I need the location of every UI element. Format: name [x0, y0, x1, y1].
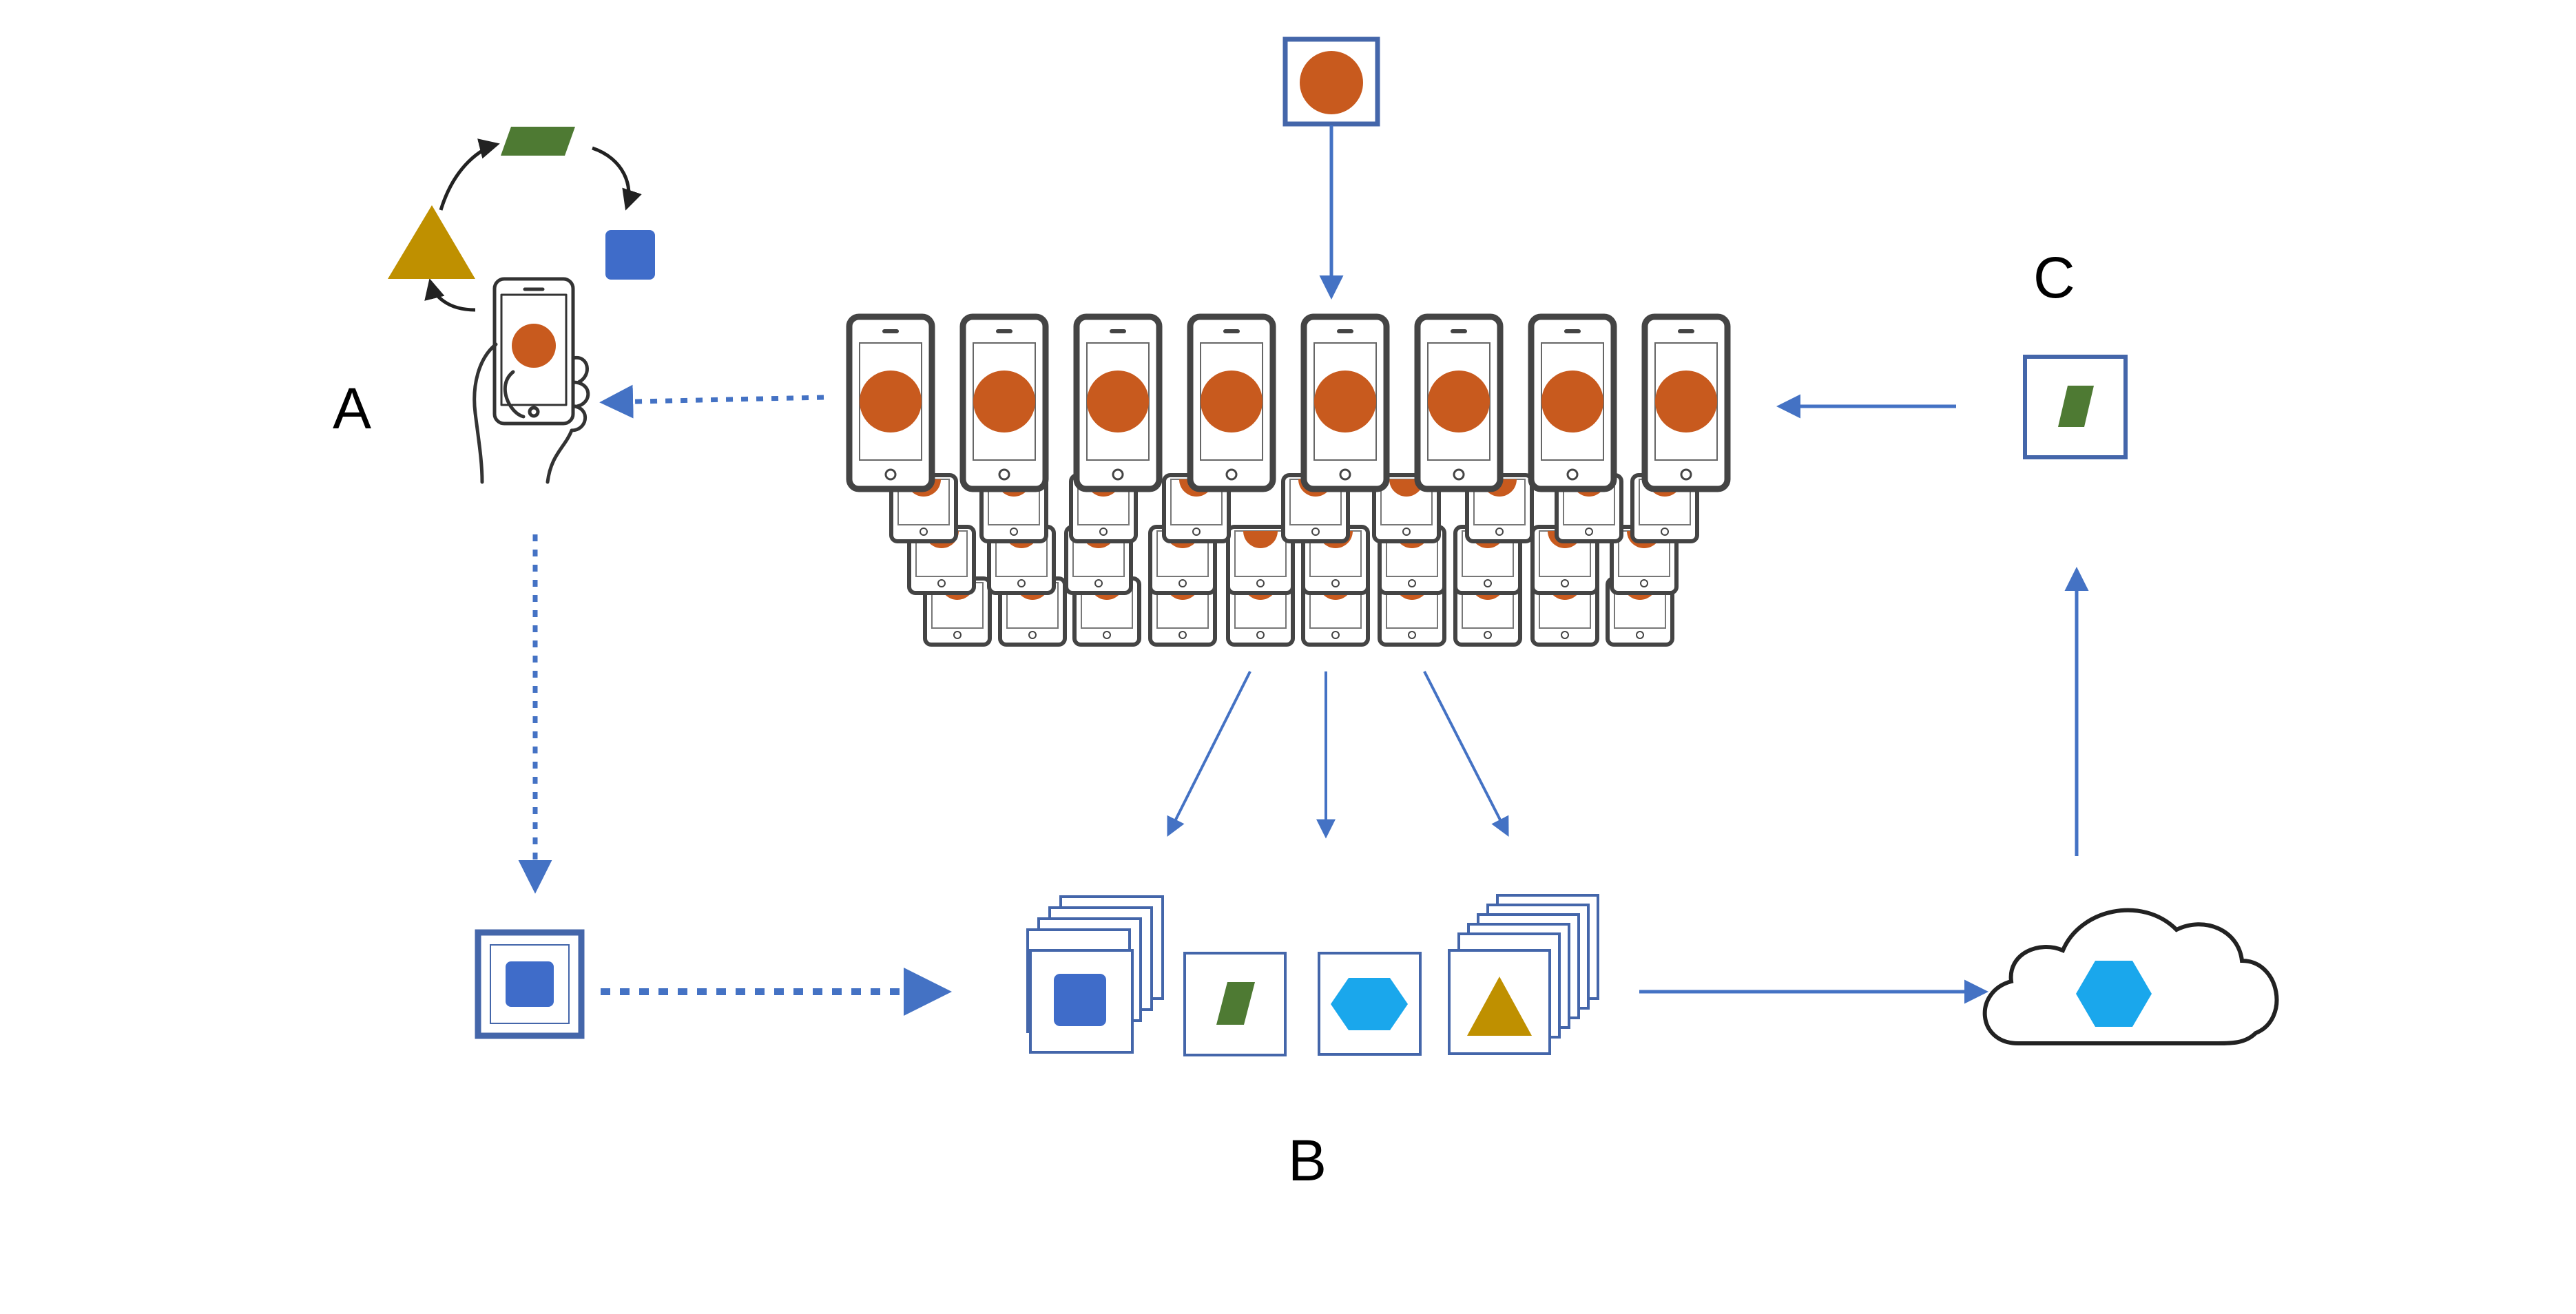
smartphone-fleet-icon [849, 317, 1727, 645]
top-input-card [1282, 36, 1380, 127]
gold-triangle-stack-icon [1448, 894, 1599, 1055]
label-b: B [1288, 1128, 1327, 1193]
orange-circle-icon [1300, 51, 1363, 114]
cycle-arrows [424, 138, 642, 312]
green-parallelogram-icon [2058, 386, 2094, 427]
green-parallelogram-icon [501, 127, 575, 156]
user-device-group: A [333, 127, 655, 484]
blue-square-card-icon [475, 929, 585, 1039]
cloud-hexagon-icon [1982, 908, 2279, 1045]
cyan-hexagon-card-icon [1318, 952, 1422, 1056]
blue-square-stack-icon [1026, 895, 1164, 1054]
hand-holding-phone-icon [472, 277, 590, 484]
gold-triangle-icon [388, 205, 475, 279]
label-c: C [2033, 245, 2075, 310]
model-update-group: C [2023, 245, 2128, 459]
green-parallelogram-card-icon [1183, 952, 1287, 1056]
dataset-group: B [1026, 894, 1599, 1193]
label-a: A [333, 376, 371, 441]
arrow-fleet-to-dataset-left [1167, 671, 1251, 837]
arrow-phones-to-user [599, 384, 824, 419]
arrow-fleet-to-dataset-right [1423, 671, 1509, 837]
blue-square-icon [605, 230, 655, 280]
